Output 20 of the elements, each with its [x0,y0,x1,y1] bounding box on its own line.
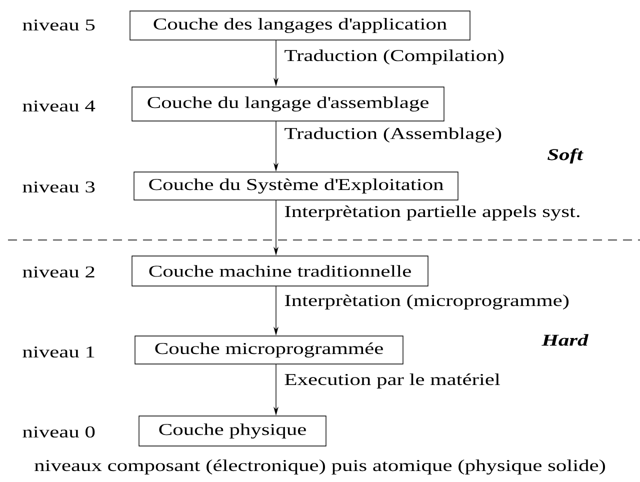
edge-label: Traduction (Compilation) [284,50,504,64]
level-label: niveau 2 [22,266,94,278]
layer-box: Couche du langage d'assemblage [132,86,444,122]
layer-box: Couche des langages d'application [130,10,470,40]
layer-box: Couche microprogrammée [134,336,404,364]
edge-label: Interprètation partielle appels syst. [284,205,580,220]
layer-box: Couche machine traditionnelle [132,256,428,286]
edge-label: Traduction (Assemblage) [284,127,502,142]
level-label: niveau 4 [22,100,96,112]
edge-label: Execution par le matériel [284,374,500,388]
level-label: niveau 3 [22,181,95,193]
level-label: niveau 1 [22,346,94,358]
level-label: niveau 0 [22,426,95,438]
layer-box: Couche physique [138,416,326,446]
edge-label: Interprètation (microprogramme) [284,294,569,310]
region-label: Soft [548,148,584,164]
level-label: niveau 5 [22,19,95,31]
note-text: niveaux composant (électronique) puis atomique (physique solide) [34,459,606,474]
region-label: Hard [542,334,588,346]
layer-box: Couche du Système d'Exploitation [134,172,458,200]
